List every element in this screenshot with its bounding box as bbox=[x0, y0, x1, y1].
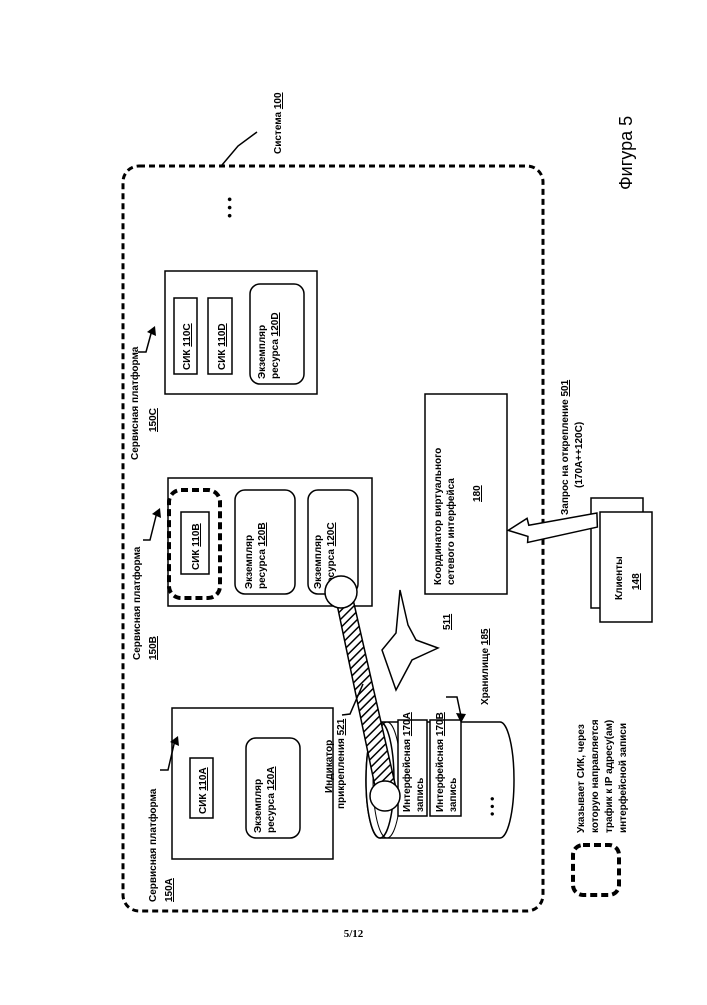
platform-150b-label: Сервисная платформа bbox=[131, 546, 143, 660]
resource-120a-line2: ресурса 120A bbox=[266, 766, 277, 833]
resource-120c-line1: Экземпляр bbox=[313, 535, 324, 589]
platform-150c-num: 150C bbox=[148, 408, 159, 432]
resource-120a-line1: Экземпляр bbox=[253, 779, 264, 833]
record-170b-line1: Интерфейсная 170B bbox=[434, 712, 446, 812]
record-170a-line1: Интерфейсная 170A bbox=[401, 712, 413, 812]
nic-110c-label: СИК 110C bbox=[182, 323, 193, 370]
legend-line2: которую направляется bbox=[590, 719, 601, 833]
coordinator-line1: Координатор виртуального bbox=[433, 448, 444, 585]
legend-dashed-swatch bbox=[573, 845, 619, 895]
legend-line4: интерфейсной записи bbox=[617, 723, 629, 833]
legend-line1: Указывает СИК, через bbox=[576, 724, 587, 833]
system-pointer bbox=[222, 132, 257, 165]
system-label: Система 100 bbox=[273, 92, 284, 154]
detach-request-line1: Запрос на открепление 501 bbox=[560, 379, 571, 515]
storage-label: Хранилище 185 bbox=[480, 628, 491, 705]
resource-120b-line2: ресурса 120B bbox=[257, 522, 268, 589]
figure-title: Фигура 5 bbox=[616, 116, 636, 190]
record-170a-line2: запись bbox=[415, 778, 426, 812]
nic-110d-label: СИК 110D bbox=[217, 323, 228, 370]
attachment-endpoint-resource bbox=[325, 576, 357, 608]
resource-120d-line1: Экземпляр bbox=[257, 325, 268, 379]
arrow-511-label: 511 bbox=[442, 613, 453, 630]
platform-150a-label: Сервисная платформа bbox=[147, 788, 159, 902]
nic-110b-label: СИК 110B bbox=[191, 523, 202, 570]
page-number: 5/12 bbox=[0, 928, 707, 940]
platform-150c-label: Сервисная платформа bbox=[129, 346, 141, 460]
platform-ellipsis: • • • bbox=[222, 197, 237, 218]
clients-box-front bbox=[600, 512, 652, 622]
nic-110a-label: СИК 110A bbox=[198, 767, 209, 814]
clients-num: 148 bbox=[631, 573, 642, 590]
coordinator-line2: сетевого интерфейса bbox=[445, 478, 457, 585]
detach-request-arrow bbox=[507, 511, 599, 544]
record-170b-line2: запись bbox=[448, 778, 459, 812]
arrow-511 bbox=[382, 590, 438, 690]
resource-120b-line1: Экземпляр bbox=[244, 535, 255, 589]
attachment-endpoint-record bbox=[370, 781, 400, 811]
platform-150b-num: 150B bbox=[148, 636, 159, 660]
attachment-line2: прикрепления 521 bbox=[336, 718, 347, 809]
platform-150a-num: 150A bbox=[164, 878, 175, 902]
attachment-line1: Индикатор bbox=[324, 740, 335, 793]
storage-pointer bbox=[446, 697, 461, 716]
storage-ellipsis: • • • bbox=[485, 797, 499, 816]
platform-150b-pointer bbox=[143, 512, 157, 540]
resource-120d-line2: ресурса 120D bbox=[270, 312, 281, 379]
clients-label: Клиенты bbox=[614, 556, 625, 600]
detach-request-line2: (170A++120C) bbox=[574, 422, 585, 488]
coordinator-num: 180 bbox=[472, 485, 483, 502]
legend-line3: трафик к IP адресу(ам) bbox=[603, 720, 615, 833]
